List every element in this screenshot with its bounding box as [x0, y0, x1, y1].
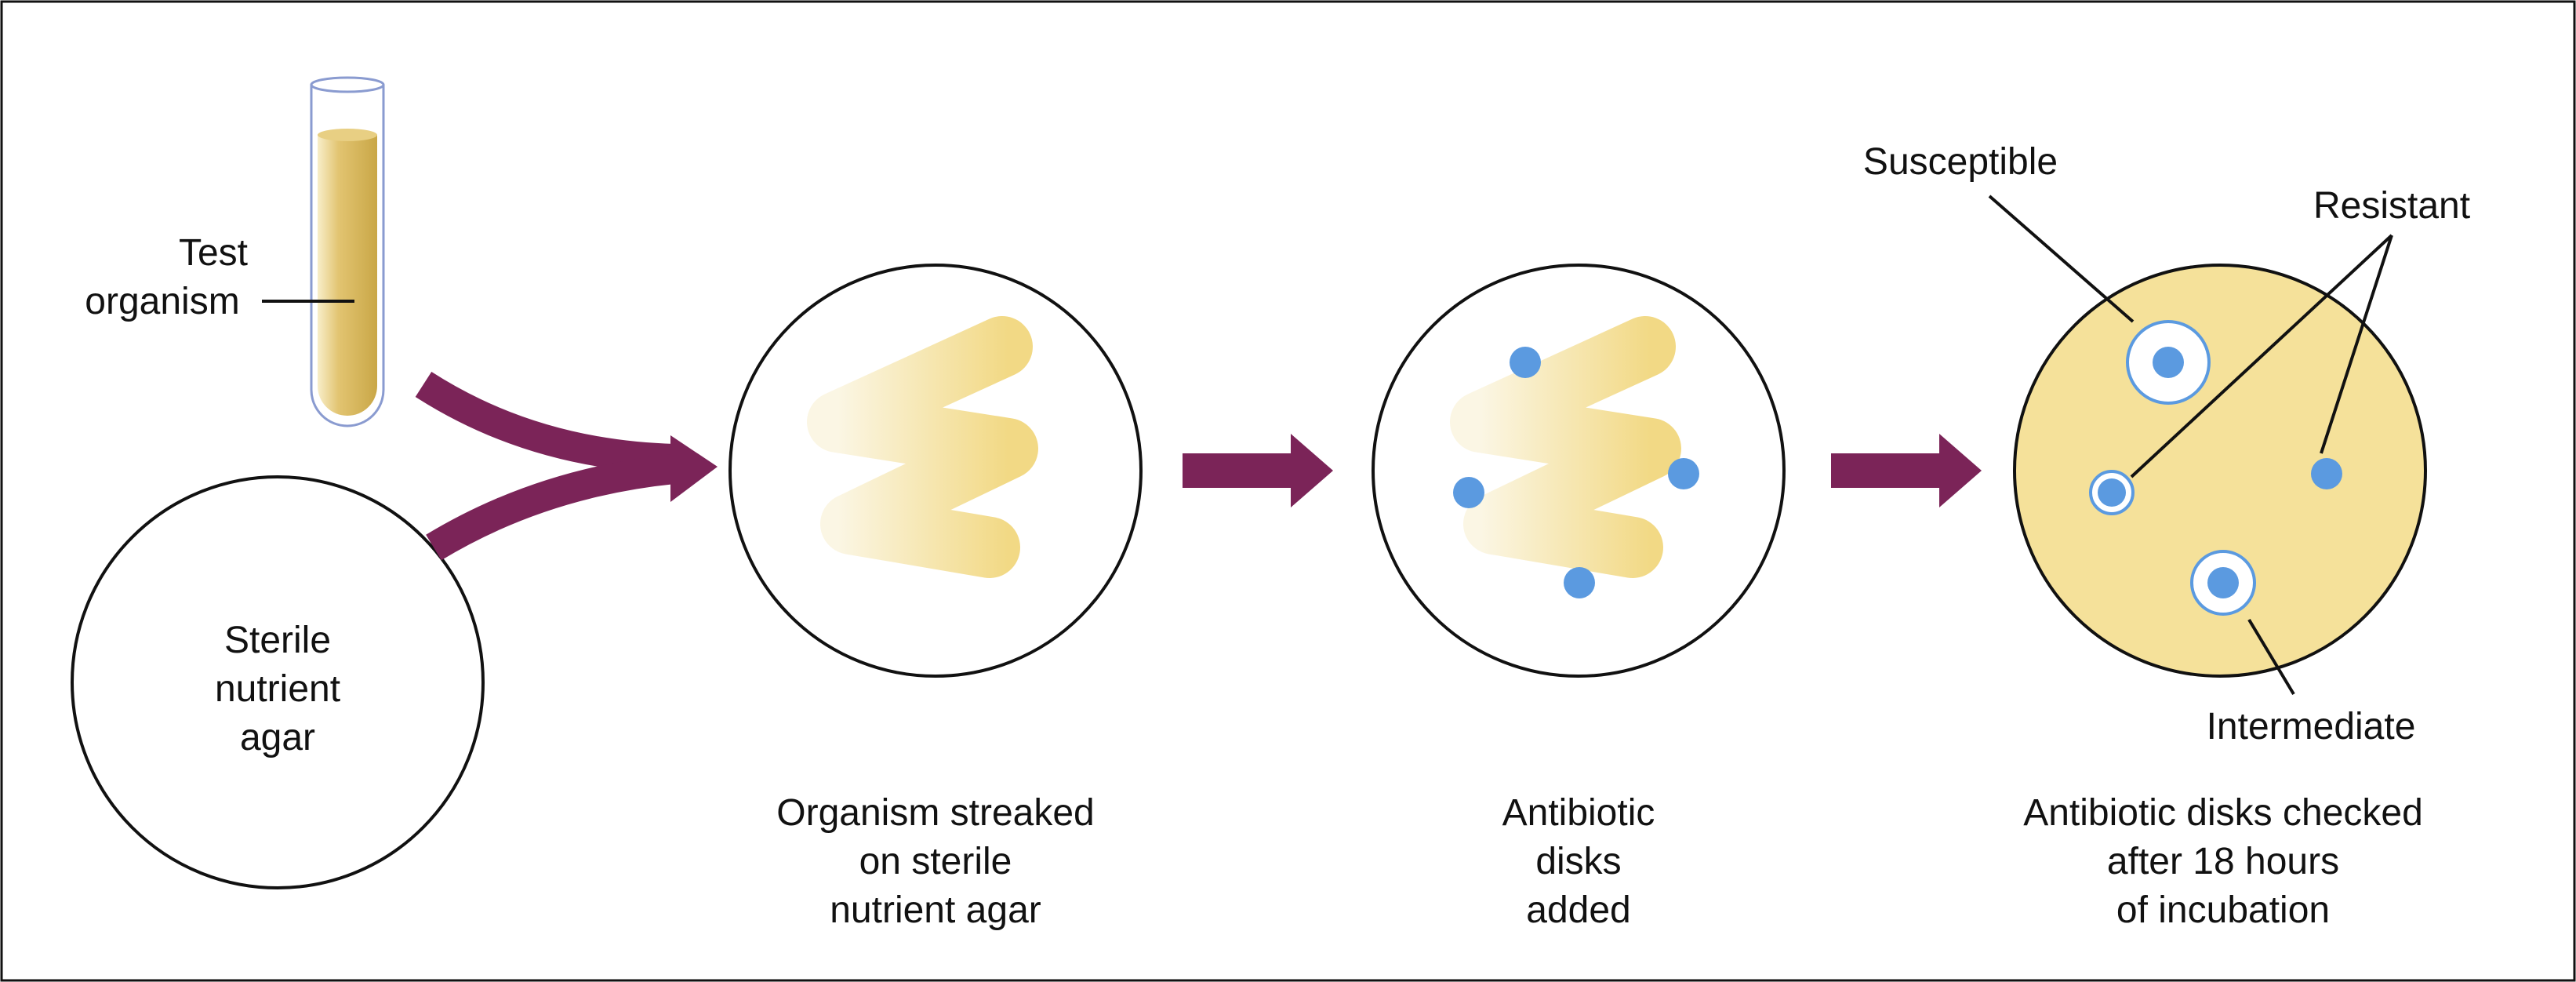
susceptible-disk [2153, 347, 2184, 378]
caption-line: nutrient agar [830, 889, 1041, 931]
antibiotic-disk [1453, 477, 1484, 508]
caption-line: on sterile [859, 841, 1012, 882]
resistant-leader-line-right [2320, 235, 2393, 454]
resistant-disk-right [2311, 458, 2342, 489]
caption-step-3: Antibiotic disks checked after 18 hours … [2023, 792, 2423, 931]
caption-line: after 18 hours [2107, 841, 2339, 882]
label-organism: organism [85, 281, 239, 322]
caption-step-1: Organism streaked on sterile nutrient ag… [776, 792, 1095, 931]
test-tube-liquid-surface [318, 129, 377, 141]
arrow-step-2 [1183, 434, 1333, 507]
merge-arrow-lower-branch [426, 454, 676, 561]
test-tube-liquid [318, 135, 377, 416]
label-susceptible: Susceptible [1863, 141, 2058, 183]
caption-step-2: Antibiotic disks added [1502, 792, 1655, 931]
test-tube-rim [310, 76, 385, 93]
susceptible-leader-line [1988, 195, 2135, 323]
arrow-step-2-head [1291, 434, 1333, 507]
antibiotic-disk [1668, 458, 1699, 489]
antibiotic-disk [1510, 347, 1541, 378]
organism-streak-2 [1450, 316, 1681, 578]
caption-line: Antibiotic disks checked [2023, 792, 2423, 834]
intermediate-leader-line [2247, 618, 2295, 696]
merge-arrow [415, 372, 718, 561]
merge-arrow-upper-branch [415, 372, 675, 474]
label-intermediate: Intermediate [2207, 706, 2416, 747]
arrow-step-3 [1831, 434, 1982, 507]
caption-line: of incubation [2116, 889, 2330, 931]
arrow-step-3-head [1939, 434, 1982, 507]
incubated-plate [2013, 264, 2427, 678]
caption-line: disks [1535, 841, 1621, 882]
arrow-step-2-shaft [1183, 453, 1294, 488]
arrow-step-3-shaft [1831, 453, 1942, 488]
resistant-leader-line-left [2130, 234, 2393, 478]
intermediate-disk [2207, 567, 2239, 598]
label-resistant: Resistant [2313, 185, 2470, 227]
caption-line: Organism streaked [776, 792, 1095, 834]
test-tube [310, 76, 385, 427]
sterile-agar-plate [71, 475, 485, 889]
resistant-disk-left [2098, 478, 2126, 507]
merge-arrow-head [670, 435, 718, 502]
label-agar: agar [240, 717, 315, 758]
caption-line: Antibiotic [1502, 792, 1655, 834]
antibiotic-disk [1564, 567, 1595, 598]
label-nutrient: nutrient [215, 668, 340, 710]
label-test: Test [179, 232, 248, 274]
organism-streak [807, 316, 1038, 578]
label-sterile: Sterile [224, 620, 331, 661]
caption-line: added [1526, 889, 1630, 931]
